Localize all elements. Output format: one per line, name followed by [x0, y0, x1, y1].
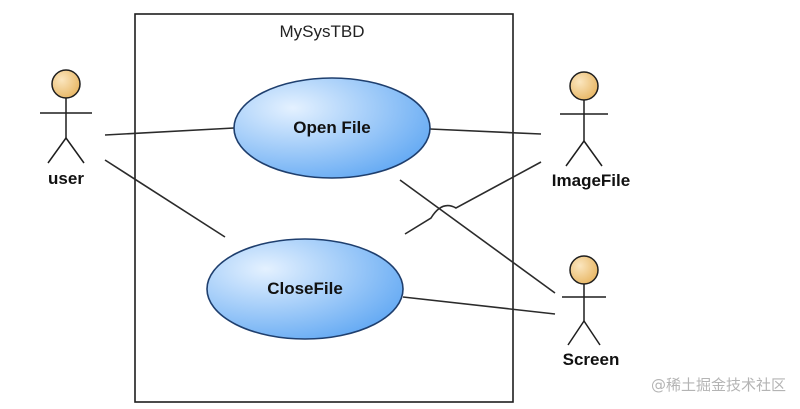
association-user-closefile: [104, 159, 226, 238]
association-openfile-screen: [399, 179, 556, 294]
usecase-open-file-label: Open File: [293, 118, 370, 137]
usecase-close-file-label: CloseFile: [267, 279, 343, 298]
actor-image-file-icon: [560, 71, 608, 167]
actor-image-file[interactable]: ImageFile: [552, 71, 630, 190]
actor-image-file-label: ImageFile: [552, 171, 630, 190]
actor-user[interactable]: user: [40, 69, 92, 188]
association-closefile-imagefile: [404, 161, 542, 235]
association-openfile-imagefile: [429, 128, 542, 135]
usecase-open-file[interactable]: Open File: [233, 77, 431, 179]
actor-screen-label: Screen: [563, 350, 620, 369]
association-closefile-screen: [402, 296, 556, 315]
actor-screen-icon: [562, 255, 606, 346]
actor-user-label: user: [48, 169, 84, 188]
usecase-close-file[interactable]: CloseFile: [206, 238, 404, 340]
actor-user-icon: [40, 69, 92, 164]
association-user-openfile: [104, 127, 235, 136]
system-title: MySysTBD: [280, 22, 365, 41]
actor-screen[interactable]: Screen: [562, 255, 620, 369]
watermark: @稀土掘金技术社区: [651, 376, 786, 394]
